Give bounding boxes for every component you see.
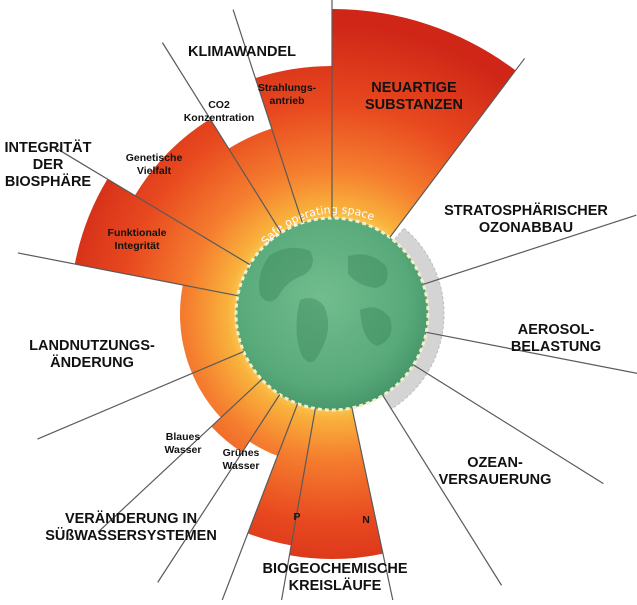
wedge-neuartige-substanzen	[332, 9, 516, 239]
divider-line	[37, 350, 244, 440]
boundary-wedges	[74, 9, 516, 559]
label-co2-line: CO2	[208, 99, 230, 111]
label-gruen-line: Grünes	[223, 447, 260, 459]
label-ozon-line: STRATOSPHÄRISCHER	[444, 202, 608, 219]
label-neuartige-line: NEUARTIGE	[371, 80, 457, 96]
wedge-strahlungsantrieb	[255, 66, 332, 225]
label-blau-line: Wasser	[165, 444, 202, 456]
label-p: P	[293, 511, 300, 523]
divider-line	[219, 403, 299, 605]
label-land-line: LANDNUTZUNGS-	[29, 338, 155, 354]
label-co2-line: Konzentration	[184, 112, 255, 124]
label-suess-line: VERÄNDERUNG IN	[65, 510, 197, 527]
label-aerosol-line: AEROSOL-	[518, 322, 595, 338]
label-strahlung-line: Strahlungs-	[258, 82, 317, 94]
label-strahlung: Strahlungs-antrieb	[258, 82, 317, 107]
label-funktional-line: Funktionale	[108, 227, 167, 239]
label-genetisch-line: Vielfalt	[137, 165, 172, 177]
label-aerosol-line: BELASTUNG	[511, 339, 601, 355]
wedge-genetische-vielfalt	[134, 118, 283, 266]
label-bio-line: KREISLÄUFE	[289, 577, 382, 594]
wedge-co2-konzentration	[228, 128, 303, 235]
divider-line	[17, 252, 238, 297]
label-land: LANDNUTZUNGS-ÄNDERUNG	[29, 338, 155, 371]
divider-line	[423, 214, 637, 285]
divider-line	[280, 408, 316, 605]
wedge-blaues-wasser	[211, 378, 281, 453]
earth-continents	[259, 247, 392, 363]
safe-operating-space	[236, 218, 428, 410]
label-ozon-line: OZONABBAU	[479, 220, 573, 236]
label-strahlung-line: antrieb	[269, 95, 304, 107]
label-klimawandel: KLIMAWANDEL	[188, 44, 296, 60]
label-integ-line: DER	[33, 157, 64, 173]
divider-line	[382, 395, 503, 586]
label-klimawandel-line: KLIMAWANDEL	[188, 44, 296, 60]
label-ozean: OZEAN-VERSAUERUNG	[439, 455, 552, 488]
label-integ-line: INTEGRITÄT	[5, 139, 92, 156]
label-funktional-line: Integrität	[115, 240, 160, 252]
label-bio-line: BIOGEOCHEMISCHE	[262, 561, 407, 577]
wedge-gruenes-wasser	[249, 392, 299, 456]
label-land-line: ÄNDERUNG	[50, 354, 134, 371]
wedge-funktionale-integritaet	[74, 179, 252, 297]
label-n-line: N	[362, 514, 370, 526]
divider-line	[413, 364, 604, 485]
label-integ-line: BIOSPHÄRE	[5, 173, 92, 190]
divider-line	[57, 148, 251, 266]
divider-line	[97, 379, 263, 533]
divider-line	[426, 331, 637, 374]
wedge-phosphor	[247, 401, 316, 546]
divider-line	[157, 394, 281, 583]
label-blau-line: Blaues	[166, 431, 201, 443]
divider-line	[161, 42, 282, 233]
label-p-line: P	[293, 511, 300, 523]
label-ozean-line: VERSAUERUNG	[439, 472, 552, 488]
label-genetisch-line: Genetische	[126, 152, 183, 164]
label-ozean-line: OZEAN-	[467, 455, 523, 471]
divider-line	[389, 58, 526, 238]
label-neuartige-line: SUBSTANZEN	[365, 97, 463, 113]
label-n: N	[362, 514, 370, 526]
label-gruen-line: Wasser	[223, 460, 260, 472]
wedge-landnutzung	[179, 284, 264, 418]
divider-line	[232, 9, 303, 223]
label-aerosol: AEROSOL-BELASTUNG	[511, 322, 601, 355]
divider-line	[351, 407, 395, 605]
divider-lines	[17, 0, 637, 605]
label-suess-line: SÜßWASSERSYSTEMEN	[45, 527, 217, 544]
